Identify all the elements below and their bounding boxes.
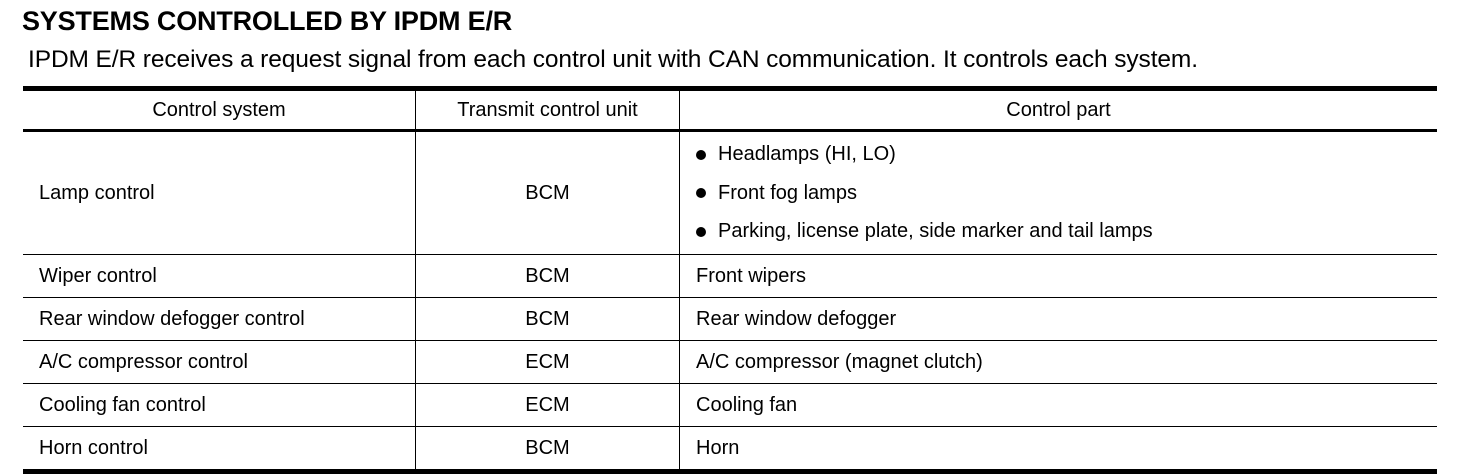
list-item-label: Front fog lamps	[718, 181, 857, 204]
transmit-unit-cell: BCM	[415, 130, 680, 255]
table-row: Lamp control BCM Headlamps (HI, LO) Fron…	[23, 130, 1437, 255]
transmit-unit-cell: ECM	[415, 340, 680, 384]
header-control-system: Control system	[152, 98, 286, 121]
bullet-icon	[696, 226, 706, 237]
control-part-list: Headlamps (HI, LO) Front fog lamps Parki…	[696, 135, 1437, 251]
control-system-cell: Lamp control	[39, 181, 155, 204]
control-part-cell: Headlamps (HI, LO) Front fog lamps Parki…	[679, 130, 1437, 255]
table-row: Rear window defogger control BCM Rear wi…	[23, 297, 1437, 341]
page-description: IPDM E/R receives a request signal from …	[28, 46, 1198, 73]
bullet-icon	[696, 188, 706, 198]
list-item: Parking, license plate, side marker and …	[696, 212, 1437, 251]
control-system-cell: Horn control	[39, 436, 148, 459]
control-part-cell: Cooling fan	[679, 383, 1437, 427]
list-item: Front fog lamps	[696, 174, 1437, 213]
table-row: Cooling fan control ECM Cooling fan	[23, 383, 1437, 427]
table-row: Wiper control BCM Front wipers	[23, 254, 1437, 298]
page-title: SYSTEMS CONTROLLED BY IPDM E/R	[22, 6, 513, 36]
transmit-unit-cell: BCM	[415, 426, 680, 472]
control-system-cell: Wiper control	[39, 264, 157, 287]
control-system-cell: Rear window defogger control	[39, 307, 305, 330]
table-header-row: Control system Transmit control unit Con…	[23, 88, 1437, 131]
control-part-cell: Horn	[679, 426, 1437, 472]
list-item-label: Parking, license plate, side marker and …	[718, 220, 1153, 243]
control-part-cell: Rear window defogger	[679, 297, 1437, 341]
transmit-unit-cell: BCM	[415, 254, 680, 298]
header-transmit-control-unit: Transmit control unit	[415, 88, 680, 131]
control-part-cell: Front wipers	[679, 254, 1437, 298]
transmit-unit-cell: ECM	[415, 383, 680, 427]
bullet-icon	[696, 149, 706, 160]
control-system-cell: Cooling fan control	[39, 393, 206, 416]
systems-table: Control system Transmit control unit Con…	[23, 86, 1437, 474]
control-part-cell: A/C compressor (magnet clutch)	[679, 340, 1437, 384]
table-row: Horn control BCM Horn	[23, 426, 1437, 472]
transmit-unit-cell: BCM	[415, 297, 680, 341]
list-item-label: Headlamps (HI, LO)	[718, 143, 896, 166]
control-system-cell: A/C compressor control	[39, 350, 248, 373]
list-item: Headlamps (HI, LO)	[696, 135, 1437, 174]
header-control-part: Control part	[679, 88, 1437, 131]
table-row: A/C compressor control ECM A/C compresso…	[23, 340, 1437, 384]
